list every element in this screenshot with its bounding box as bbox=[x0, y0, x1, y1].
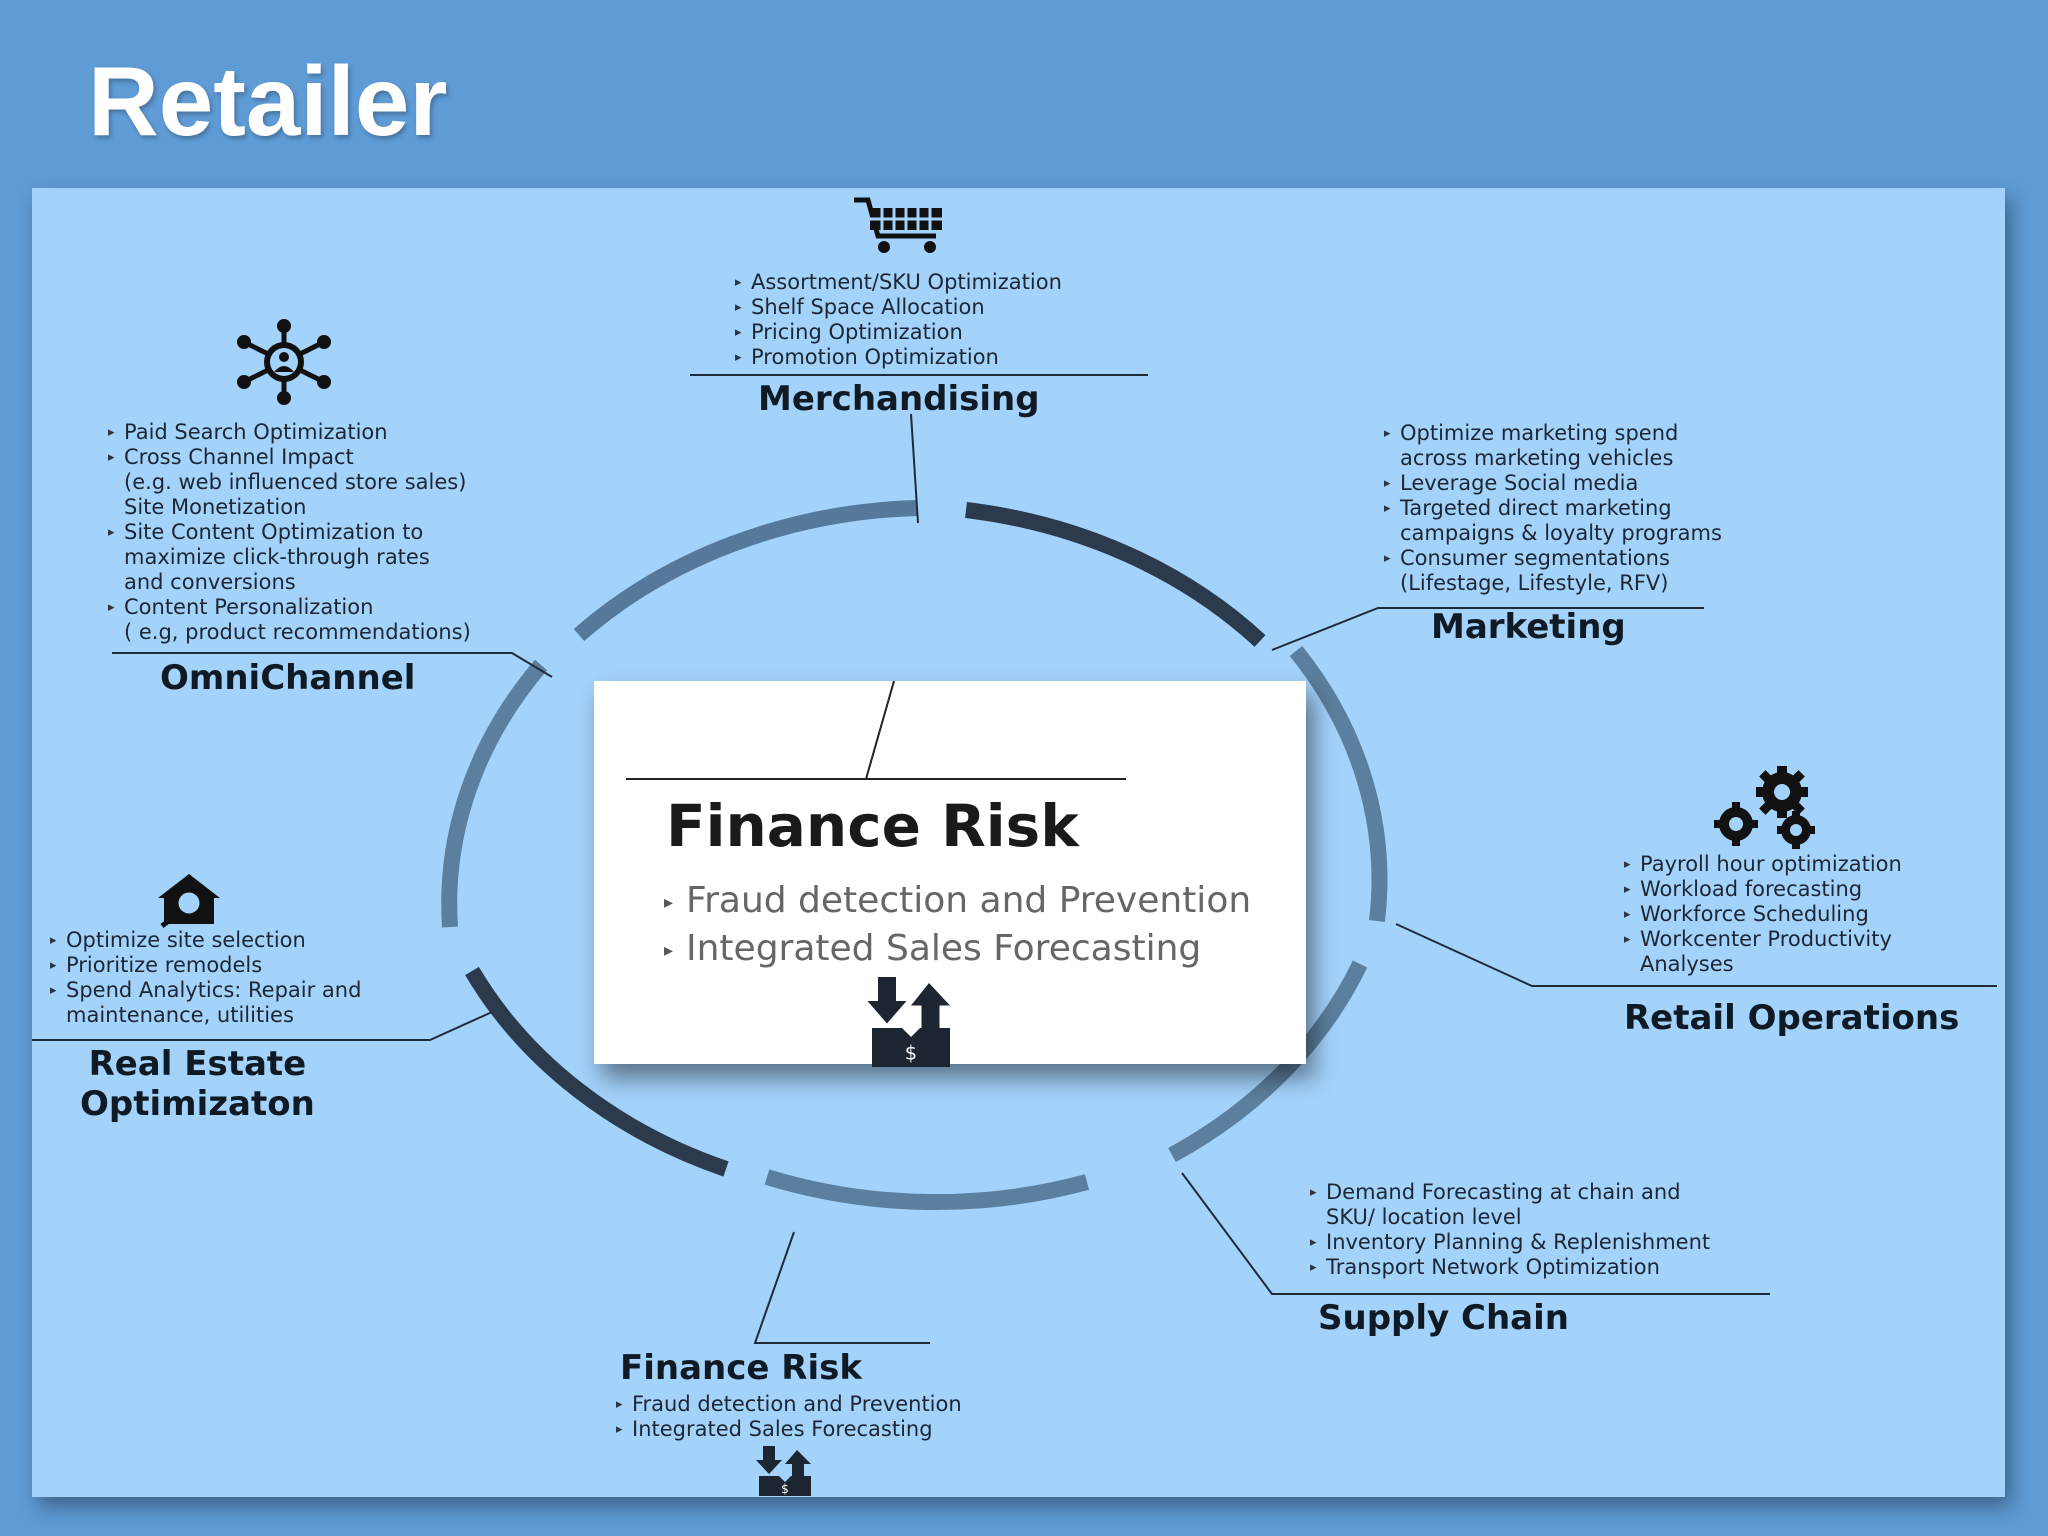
merchandising-list: Assortment/SKU Optimization Shelf Space … bbox=[735, 270, 1062, 370]
connector-real-estate bbox=[32, 1011, 493, 1041]
marketing-heading: Marketing bbox=[1431, 607, 1626, 647]
list-item: Optimize site selection bbox=[50, 928, 361, 953]
ring-segment-finance bbox=[764, 1169, 1090, 1210]
retail-ops-heading: Retail Operations bbox=[1624, 998, 1960, 1038]
omnichannel-heading: OmniChannel bbox=[160, 658, 416, 698]
list-item: Cross Channel Impact (e.g. web influence… bbox=[108, 445, 471, 520]
ring-segment-marketing bbox=[965, 502, 1266, 647]
list-item: Payroll hour optimization bbox=[1624, 852, 1902, 877]
finance-bottom-list: Fraud detection and Prevention Integrate… bbox=[616, 1392, 962, 1442]
list-item: Content Personalization ( e.g, product r… bbox=[108, 595, 471, 645]
gears-icon bbox=[1714, 766, 1824, 854]
list-item: Targeted direct marketing campaigns & lo… bbox=[1384, 496, 1722, 546]
list-item: Assortment/SKU Optimization bbox=[735, 270, 1062, 295]
ring-diagram bbox=[32, 374, 1997, 1344]
center-card: Finance Risk Fraud detection and Prevent… bbox=[594, 681, 1306, 1067]
list-item: Transport Network Optimization bbox=[1310, 1255, 1710, 1280]
list-item: Spend Analytics: Repair and maintenance,… bbox=[50, 978, 361, 1028]
slide-title: Retailer bbox=[88, 46, 448, 156]
list-item: Site Content Optimization to maximize cl… bbox=[108, 520, 471, 595]
finance-bottom-heading: Finance Risk bbox=[620, 1348, 862, 1388]
connector-finance-bottom bbox=[753, 1231, 930, 1344]
supply-chain-list: Demand Forecasting at chain and SKU/ loc… bbox=[1310, 1180, 1710, 1280]
center-connector bbox=[626, 681, 1126, 780]
list-item: Consumer segmentations (Lifestage, Lifes… bbox=[1384, 546, 1722, 596]
list-item: Workcenter Productivity Analyses bbox=[1624, 927, 1902, 977]
list-item: Fraud detection and Prevention bbox=[616, 1392, 962, 1417]
list-item: Prioritize remodels bbox=[50, 953, 361, 978]
ring-segment-merchandising bbox=[573, 500, 918, 642]
connector-marketing bbox=[1271, 607, 1704, 651]
real-estate-heading: Real Estate Optimizaton bbox=[80, 1044, 315, 1124]
merchandising-heading: Merchandising bbox=[758, 379, 1040, 419]
list-item: Fraud detection and Prevention bbox=[664, 877, 1251, 927]
ring-segment-retail-ops bbox=[1289, 645, 1388, 922]
connector-retail-ops bbox=[1395, 923, 1997, 987]
omnichannel-list: Paid Search Optimization Cross Channel I… bbox=[108, 420, 471, 645]
ring-segment-real-estate bbox=[465, 966, 729, 1177]
list-item: Pricing Optimization bbox=[735, 320, 1062, 345]
list-item: Leverage Social media bbox=[1384, 471, 1722, 496]
center-list: Fraud detection and Prevention Integrate… bbox=[664, 877, 1251, 975]
shopping-cart-icon bbox=[852, 196, 948, 260]
list-item: Promotion Optimization bbox=[735, 345, 1062, 370]
diagram-panel: Assortment/SKU Optimization Shelf Space … bbox=[32, 188, 2005, 1497]
ring-segment-omnichannel bbox=[441, 659, 548, 928]
center-title: Finance Risk bbox=[666, 792, 1079, 860]
list-item: Integrated Sales Forecasting bbox=[664, 925, 1251, 975]
list-item: Optimize marketing spend across marketin… bbox=[1384, 421, 1722, 471]
list-item: Inventory Planning & Replenishment bbox=[1310, 1230, 1710, 1255]
list-item: Paid Search Optimization bbox=[108, 420, 471, 445]
connector-merchandising-stem bbox=[910, 413, 919, 524]
list-item: Workload forecasting bbox=[1624, 877, 1902, 902]
network-hub-icon bbox=[232, 318, 336, 410]
list-item: Workforce Scheduling bbox=[1624, 902, 1902, 927]
finance-arrows-icon: $ bbox=[755, 1446, 815, 1497]
house-search-icon bbox=[154, 870, 224, 932]
list-item: Integrated Sales Forecasting bbox=[616, 1417, 962, 1442]
svg-text:$: $ bbox=[781, 1482, 789, 1496]
list-item: Demand Forecasting at chain and SKU/ loc… bbox=[1310, 1180, 1710, 1230]
finance-arrows-icon: $ bbox=[866, 977, 956, 1071]
retail-ops-list: Payroll hour optimization Workload forec… bbox=[1624, 852, 1902, 977]
supply-chain-heading: Supply Chain bbox=[1318, 1298, 1569, 1338]
real-estate-list: Optimize site selection Prioritize remod… bbox=[50, 928, 361, 1028]
marketing-list: Optimize marketing spend across marketin… bbox=[1384, 421, 1722, 596]
connector-supply-chain bbox=[1181, 1172, 1770, 1295]
list-item: Shelf Space Allocation bbox=[735, 295, 1062, 320]
svg-text:$: $ bbox=[905, 1042, 917, 1065]
connector-omnichannel bbox=[112, 652, 553, 678]
ring-segment-supply-chain bbox=[1168, 960, 1368, 1163]
